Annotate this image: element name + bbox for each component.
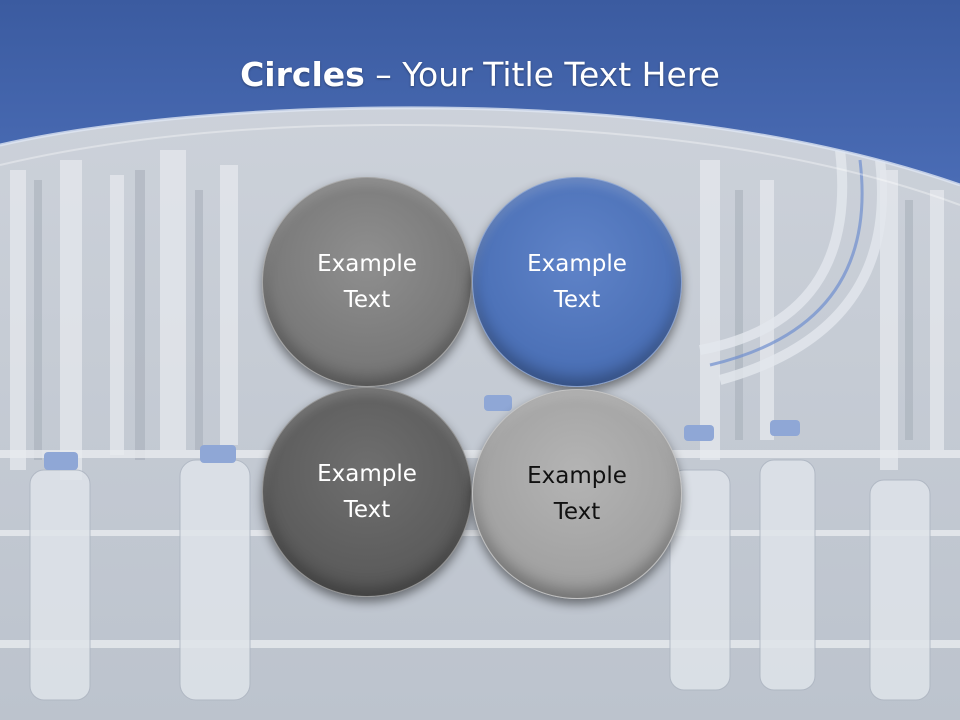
slide-title: Circles – Your Title Text Here: [0, 52, 960, 98]
circle-line-1: Example: [527, 251, 627, 277]
circle-line-1: Example: [317, 461, 417, 487]
circle-line-2: Text: [553, 499, 601, 525]
circle-line-1: Example: [527, 463, 627, 489]
title-rest: – Your Title Text Here: [364, 55, 720, 94]
circle-line-2: Text: [553, 287, 601, 313]
circle-line-2: Text: [343, 497, 391, 523]
circle-line-1: Example: [317, 251, 417, 277]
circle-line-2: Text: [343, 287, 391, 313]
title-bold: Circles: [240, 55, 365, 94]
